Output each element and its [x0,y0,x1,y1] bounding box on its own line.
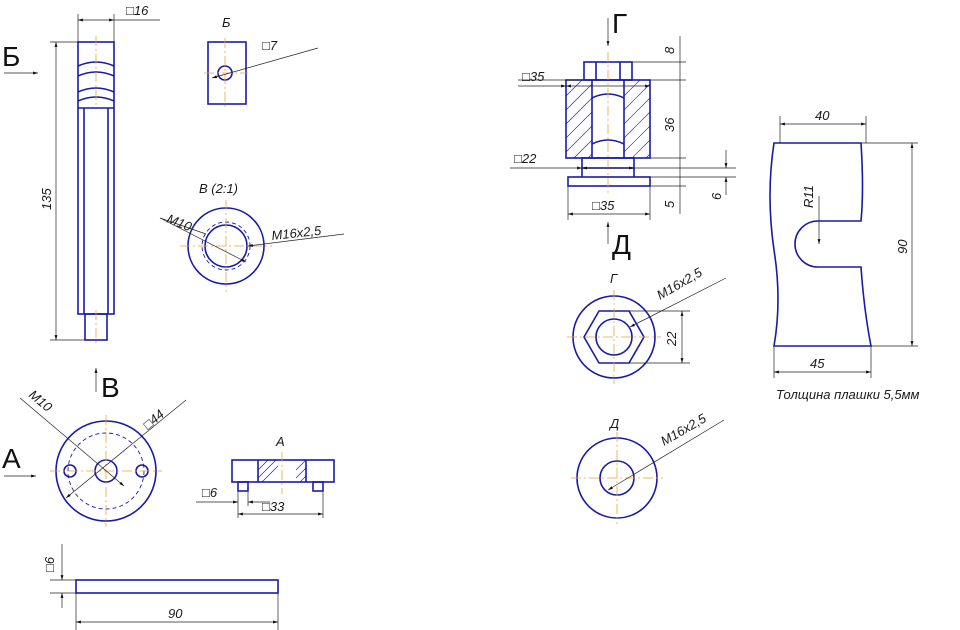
view-label-b: Б [2,41,20,72]
thickness-note: Толщина плашки 5,5мм [776,387,920,402]
dim-m10-a: М10 [26,387,56,415]
dim-90-plate: 90 [168,606,183,621]
dim-sq7: □7 [262,38,278,53]
view-d-drawing: Д М16х2,5 [571,410,725,524]
view-v-drawing: В (2:1) М10 М16х2,5 [159,181,345,292]
dim-m16-v: М16х2,5 [271,223,323,243]
dim-m16-d: М16х2,5 [658,410,709,448]
view-label-a: А [2,443,21,474]
view-label-g: Г [612,8,627,39]
dim-sq16: □16 [126,3,149,18]
view-g-title: Г [610,271,618,286]
dim-90-die: 90 [895,239,910,254]
dim-sq35-bot: □35 [592,198,615,213]
view-d-title: Д [608,416,619,431]
die-plate-drawing: 40 90 R11 45 Толщина плашки 5,5мм [769,108,920,402]
dim-135: 135 [39,188,54,210]
view-label-d: Д [612,229,631,260]
dim-sq35-top: □35 [522,69,545,84]
view-g-drawing: Г М16х2,5 22 [567,264,727,384]
dim-r11: R11 [801,185,816,208]
view-b-title: Б [222,15,231,30]
shaft-drawing: □16 135 Б В [2,3,160,403]
hatch-right [623,79,651,159]
dim-40: 40 [815,108,830,123]
dim-36: 36 [662,117,677,132]
view-b-drawing: Б □7 [204,15,319,108]
dim-22-g: 22 [664,331,679,347]
view-v-title: В (2:1) [199,181,238,196]
view-label-v: В [101,372,120,403]
hatch-left [565,79,593,159]
nut-assembly-drawing: Г [510,8,736,260]
view-a-drawing: А □6 □33 [196,434,335,518]
dim-sq22: □22 [514,151,537,166]
dim-sq6-plate: □6 [42,556,57,572]
view-a-title: А [275,434,285,449]
dim-sq33: □33 [262,499,285,514]
dim-5: 5 [662,200,677,208]
dim-sq44: □44 [140,406,167,432]
dim-sq6-a: □6 [202,485,218,500]
dim-6: 6 [709,192,724,200]
dim-m16-g: М16х2,5 [654,264,705,302]
plate-drawing: □6 90 [42,544,279,630]
dim-8: 8 [662,46,677,54]
dim-m10-v: М10 [165,211,195,235]
dim-45: 45 [810,356,825,371]
disk-drawing: М10 □44 А [2,387,187,527]
